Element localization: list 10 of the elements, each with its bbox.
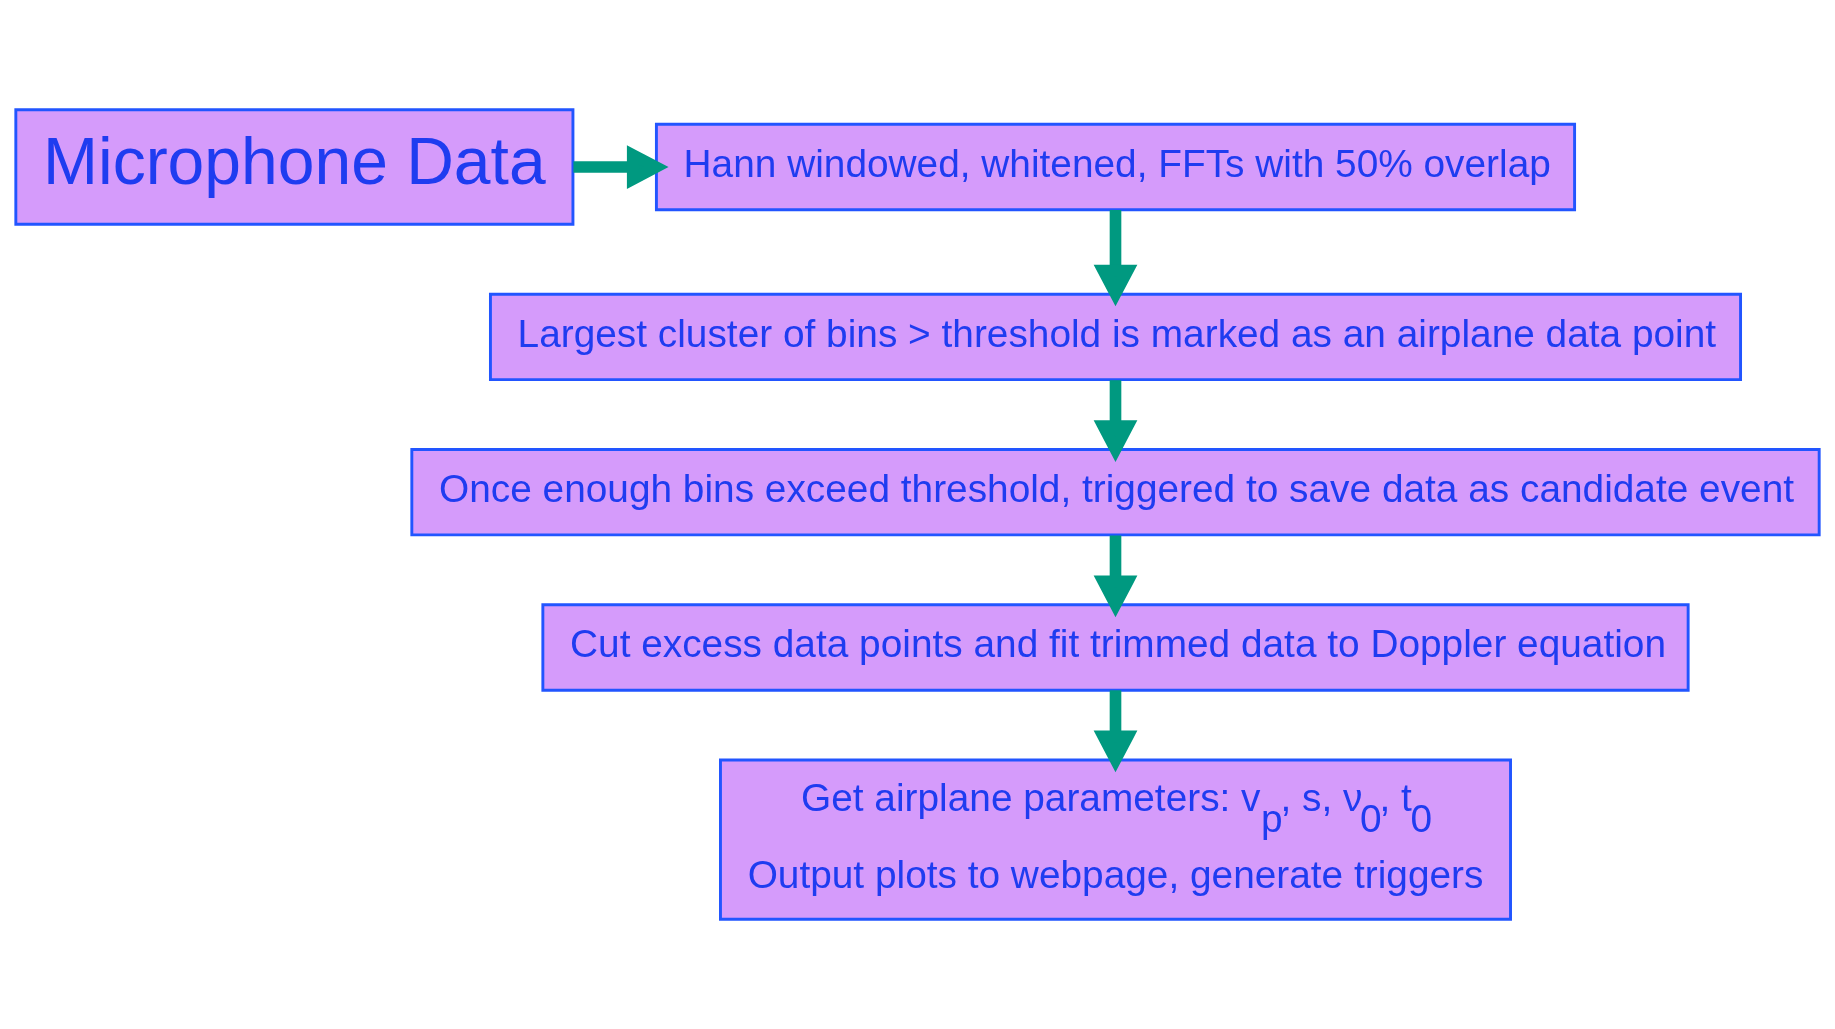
arrow	[1093, 690, 1138, 773]
node-box: Once enough bins exceed threshold, triggered to save data as candidate event	[410, 448, 1821, 537]
arrow	[1093, 380, 1138, 462]
node-box: Cut excess data points and fit trimmed data to Doppler equation	[541, 603, 1690, 692]
node-box: Largest cluster of bins > threshold is marked as an airplane data point	[489, 292, 1742, 382]
arrow	[1093, 210, 1138, 307]
arrow	[1093, 535, 1138, 618]
node-box: Hann windowed, whitened, FFTs with 50% overlap	[654, 122, 1577, 212]
node-box: Microphone Data	[14, 108, 575, 226]
arrow	[573, 145, 669, 189]
